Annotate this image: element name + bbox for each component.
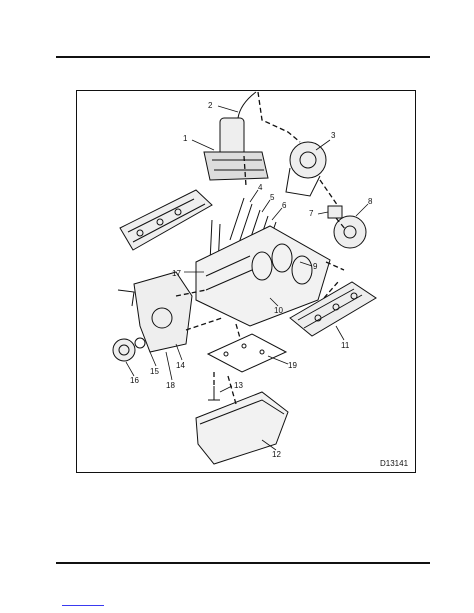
callout-4: 4 [258, 183, 263, 192]
callout-7: 7 [309, 209, 314, 218]
oil-pan-gasket [206, 333, 288, 373]
callout-12: 12 [272, 450, 281, 459]
callout-14: 14 [176, 361, 185, 370]
footer-link-underline[interactable] [62, 605, 104, 606]
callout-8: 8 [368, 197, 373, 206]
valve-cover-left [119, 189, 213, 251]
figure-frame [76, 90, 416, 473]
callout-2: 2 [208, 101, 213, 110]
oil-filter-housing [203, 117, 269, 181]
crank-pulley [333, 215, 367, 249]
callout-11: 11 [341, 341, 350, 350]
engine-block [195, 225, 331, 327]
callout-5: 5 [270, 193, 275, 202]
turbocharger [285, 141, 327, 197]
callout-19: 19 [288, 361, 297, 370]
leader-lines [125, 105, 369, 451]
callout-10: 10 [274, 306, 283, 315]
callout-13: 13 [234, 381, 243, 390]
oil-pan [195, 391, 289, 465]
cylinder-head-right [289, 281, 377, 337]
callout-16: 16 [130, 376, 139, 385]
dipstick-tube [237, 91, 257, 119]
front-cover [117, 271, 193, 353]
callout-6: 6 [282, 201, 287, 210]
sensor-component [327, 205, 343, 219]
front-seal [112, 337, 146, 362]
figure-id: D13141 [380, 459, 409, 468]
callout-17: 17 [172, 269, 181, 278]
callout-1: 1 [183, 134, 188, 143]
assembly-lines [175, 91, 347, 405]
callout-3: 3 [331, 131, 336, 140]
footer-rule [56, 562, 430, 564]
callout-15: 15 [150, 367, 159, 376]
header-rule [56, 56, 430, 58]
oil-pickup-tube [208, 386, 220, 401]
callout-18: 18 [166, 381, 175, 390]
callout-9: 9 [313, 262, 318, 271]
